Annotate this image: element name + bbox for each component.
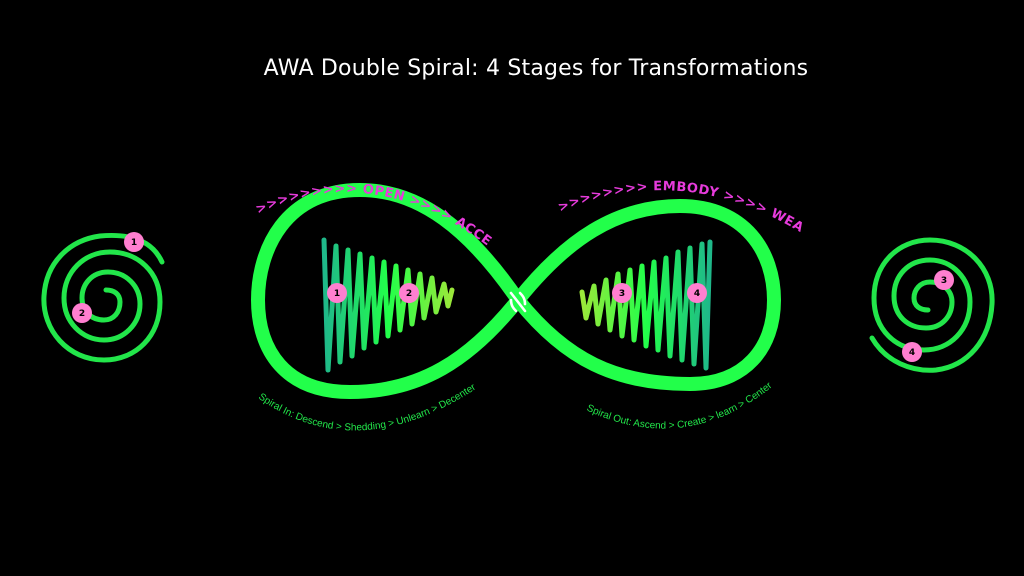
spiral-left [41, 232, 165, 363]
page-title: AWA Double Spiral: 4 Stages for Transfor… [263, 56, 809, 81]
svg-text:4: 4 [909, 348, 915, 358]
svg-text:1: 1 [334, 289, 340, 299]
svg-text:2: 2 [79, 309, 85, 319]
badge-loop-2: 2 [399, 283, 419, 303]
zigzag-left [321, 237, 455, 373]
svg-text:1: 1 [131, 238, 137, 248]
badge-spiral-right-3: 3 [934, 270, 954, 290]
svg-text:3: 3 [941, 276, 947, 286]
badge-spiral-left-1: 1 [124, 232, 144, 252]
aleph-icon [509, 291, 527, 313]
svg-text:2: 2 [406, 289, 412, 299]
zigzag-right [579, 239, 713, 371]
svg-text:4: 4 [694, 289, 700, 299]
badge-spiral-left-2: 2 [72, 303, 92, 323]
svg-text:3: 3 [619, 289, 625, 299]
badge-loop-3: 3 [612, 283, 632, 303]
badge-loop-4: 4 [687, 283, 707, 303]
spiral-right [869, 237, 995, 373]
badge-loop-1: 1 [327, 283, 347, 303]
badge-spiral-right-4: 4 [902, 342, 922, 362]
